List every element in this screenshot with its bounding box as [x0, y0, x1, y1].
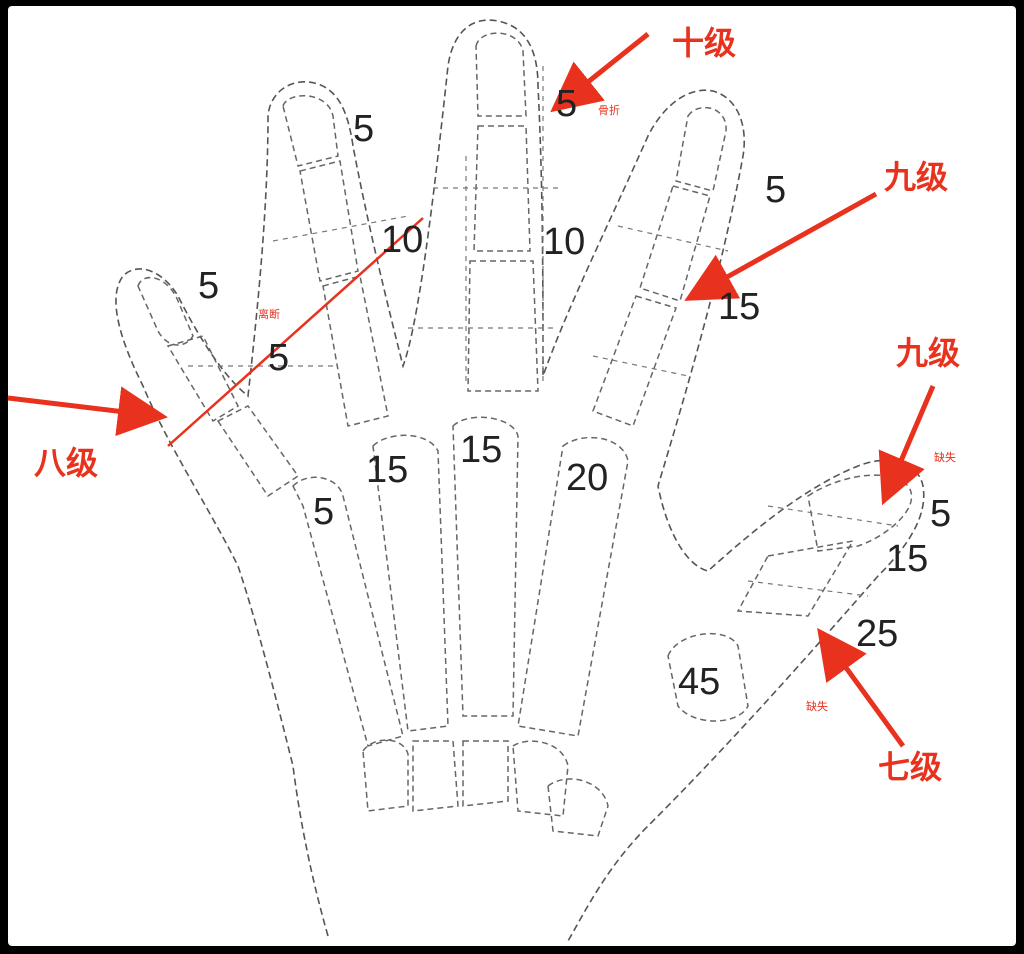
- pct-thumb-tip: 5: [930, 493, 951, 535]
- cut-line: [167, 217, 424, 447]
- note-top: 骨折: [598, 103, 620, 117]
- arrow-top: [550, 32, 650, 113]
- grade-left: 八级: [34, 444, 98, 482]
- pct-little-mid: 5: [268, 337, 289, 379]
- pct-ring-mid: 10: [381, 219, 423, 261]
- pct-meta-little: 5: [313, 491, 334, 533]
- thumb-bones: [667, 474, 913, 722]
- grade-right-upper: 九级: [884, 158, 948, 196]
- pct-thumb-meta: 45: [678, 661, 720, 703]
- diagram-canvas: 5 5 5 10 10 5 5 15 15 15 20 5 5 15 25 45…: [8, 6, 1016, 946]
- pct-middle-mid: 10: [543, 221, 585, 263]
- pct-thumb-mcp: 25: [856, 613, 898, 655]
- amputation-grid-lines: [188, 66, 899, 597]
- pct-ring-tip: 5: [353, 108, 374, 150]
- little-finger-bones: [137, 276, 300, 498]
- grade-right-mid: 九级: [896, 334, 960, 372]
- pct-meta-ring: 15: [366, 449, 408, 491]
- pct-meta-middle: 15: [460, 429, 502, 471]
- note-thumb-upper: 缺失: [934, 450, 956, 464]
- arrow-left: [8, 386, 168, 437]
- carpal-bones: [362, 739, 609, 837]
- note-left: 离断: [258, 307, 280, 321]
- metacarpal-bones: [292, 416, 629, 747]
- note-thumb-lower: 缺失: [806, 699, 828, 713]
- arrow-right-upper: [684, 191, 878, 301]
- grade-bottom-right: 七级: [878, 748, 942, 786]
- grade-top: 十级: [672, 24, 736, 62]
- index-finger-bones: [592, 106, 727, 427]
- pct-index-mid: 15: [718, 286, 760, 328]
- pct-little-tip: 5: [198, 265, 219, 307]
- hand-outline: [115, 19, 925, 942]
- ring-finger-bones: [282, 95, 389, 427]
- pct-thumb-ip: 15: [886, 538, 928, 580]
- pct-meta-index: 20: [566, 457, 608, 499]
- arrow-bottom-right: [817, 627, 906, 748]
- pct-middle-tip: 5: [556, 83, 577, 125]
- arrow-right-mid: [878, 385, 936, 506]
- hand-diagram: 5 5 5 10 10 5 5 15 15 15 20 5 5 15 25 45…: [8, 19, 960, 942]
- pct-index-tip: 5: [765, 169, 786, 211]
- middle-finger-bones: [467, 32, 539, 392]
